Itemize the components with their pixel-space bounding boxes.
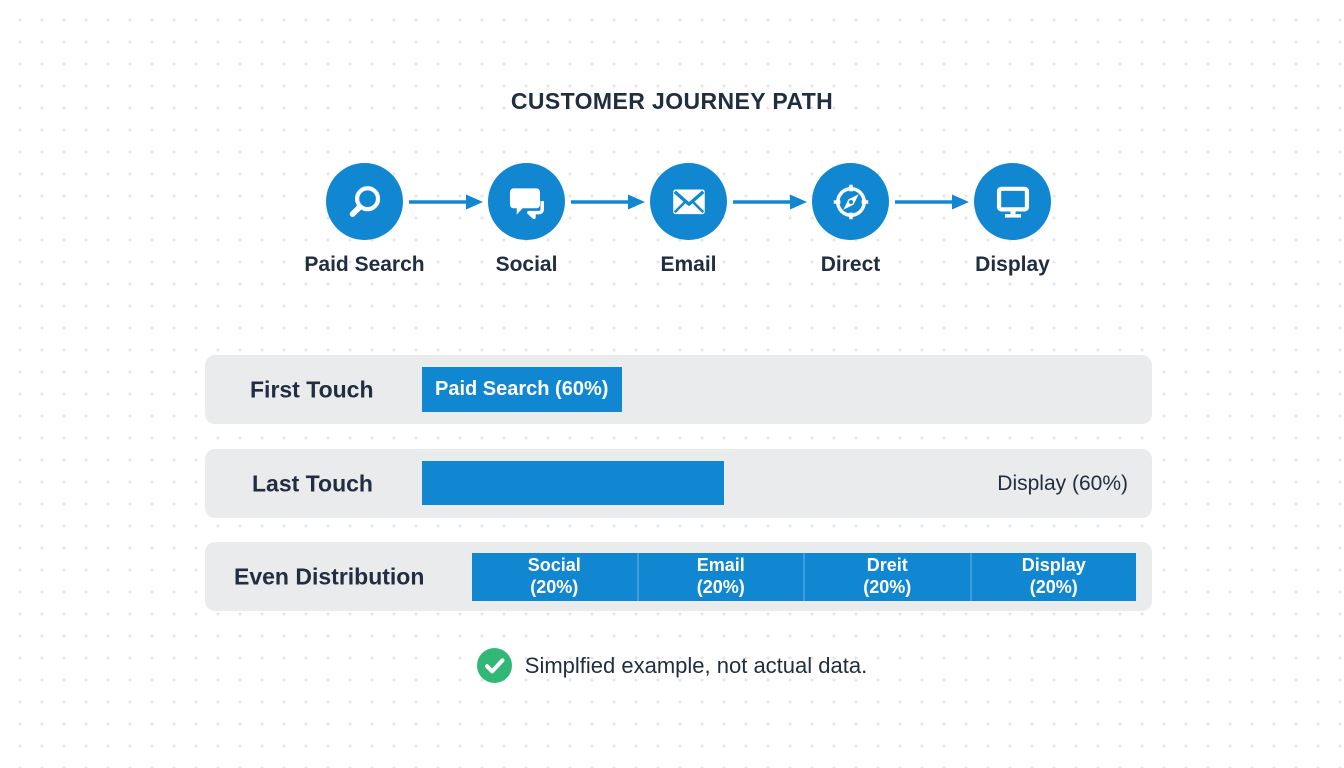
journey-step-display: Display (974, 163, 1051, 276)
segment-display: Display (20%) (969, 553, 1136, 601)
journey-step-email: Email (650, 163, 727, 276)
segment-name: Email (696, 555, 745, 576)
row-label: Even Distribution (234, 563, 425, 589)
segment-dreit: Dreit (20%) (803, 553, 970, 601)
speech-bubbles-icon (488, 163, 565, 240)
row-label: First Touch (250, 376, 374, 402)
journey-step-social: Social (488, 163, 565, 276)
page-title: CUSTOMER JOURNEY PATH (510, 88, 834, 114)
segment-social: Social (20%) (472, 553, 637, 601)
segment-email: Email (20%) (636, 553, 803, 601)
journey-step-direct: Direct (812, 163, 889, 276)
journey-step-label: Paid Search (304, 253, 425, 276)
footer-note: Simplfied example, not actual data. (0, 648, 1344, 683)
footer-note-text: Simplfied example, not actual data. (524, 652, 868, 678)
segment-pct: (20%) (696, 577, 745, 597)
right-arrow-icon (565, 163, 650, 240)
check-circle-icon (476, 648, 512, 683)
journey-path: Paid Search Social (304, 163, 1051, 276)
last-touch-value-label: Display (60%) (997, 471, 1128, 495)
right-arrow-icon (889, 163, 974, 240)
first-touch-bar: Paid Search (60%) (422, 367, 622, 412)
segment-pct: (20%) (1029, 577, 1078, 597)
journey-step-label: Display (975, 253, 1050, 276)
search-icon (326, 163, 403, 240)
even-distribution-bar: Social (20%) Email (20%) Dreit (20%) Dis… (472, 553, 1136, 601)
attribution-row-last-touch: Last Touch Display (60%) (205, 449, 1152, 518)
segment-name: Display (1021, 555, 1086, 576)
journey-step-label: Social (495, 253, 558, 276)
attribution-row-even-distribution: Even Distribution Social (20%) Email (20… (205, 542, 1152, 611)
segment-name: Social (527, 555, 581, 576)
right-arrow-icon (727, 163, 812, 240)
last-touch-bar (422, 461, 724, 505)
segment-name: Dreit (866, 555, 908, 576)
compass-icon (812, 163, 889, 240)
journey-step-label: Direct (820, 253, 881, 276)
journey-step-paid-search: Paid Search (304, 163, 425, 276)
right-arrow-icon (403, 163, 488, 240)
journey-step-label: Email (660, 253, 717, 276)
segment-pct: (20%) (863, 577, 912, 597)
envelope-icon (650, 163, 727, 240)
monitor-icon (974, 163, 1051, 240)
attribution-row-first-touch: First Touch Paid Search (60%) (205, 355, 1152, 424)
segment-pct: (20%) (530, 577, 579, 597)
row-label: Last Touch (252, 470, 373, 496)
